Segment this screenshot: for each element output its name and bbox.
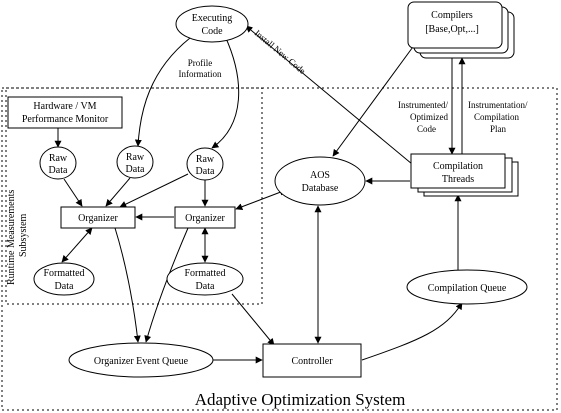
label-profile-information: Profile Information bbox=[179, 58, 222, 79]
svg-text:Hardware / VM: Hardware / VM bbox=[33, 101, 96, 112]
svg-text:Data: Data bbox=[196, 281, 215, 292]
svg-text:Runtime Measurements: Runtime Measurements bbox=[6, 190, 17, 285]
svg-text:Organizer Event Queue: Organizer Event Queue bbox=[94, 356, 189, 367]
edge-raw3-org1 bbox=[119, 173, 189, 208]
svg-text:Formatted: Formatted bbox=[43, 268, 84, 279]
edge-exec-raw2 bbox=[134, 37, 191, 147]
node-organizer-2: Organizer bbox=[174, 206, 236, 229]
diagram-title: Adaptive Optimization System bbox=[195, 390, 406, 409]
node-raw-data-3: Raw Data bbox=[186, 147, 224, 181]
edge-org1-fmt1 bbox=[61, 227, 93, 263]
svg-text:[Base,Opt,...]: [Base,Opt,...] bbox=[425, 24, 479, 35]
svg-text:Database: Database bbox=[302, 183, 339, 194]
svg-text:Organizer: Organizer bbox=[78, 213, 118, 224]
node-compilers: Compilers [Base,Opt,...] bbox=[407, 1, 515, 59]
svg-text:Compilation: Compilation bbox=[474, 112, 520, 122]
edge-compilers-to-db bbox=[332, 39, 419, 157]
svg-text:Compilation Queue: Compilation Queue bbox=[428, 283, 507, 294]
svg-text:Plan: Plan bbox=[490, 124, 507, 134]
svg-text:Executing: Executing bbox=[192, 13, 233, 24]
edge-raw1-org1 bbox=[63, 178, 83, 207]
edge-org2-db bbox=[235, 188, 287, 211]
edge-org1-event-queue bbox=[114, 227, 141, 343]
svg-text:Code: Code bbox=[417, 124, 436, 134]
node-organizer-1: Organizer bbox=[60, 206, 136, 229]
edge-install-new-code bbox=[245, 25, 413, 165]
svg-text:Formatted: Formatted bbox=[184, 268, 225, 279]
node-formatted-data-2: Formatted Data bbox=[166, 262, 244, 296]
svg-text:Instrumentation/: Instrumentation/ bbox=[468, 100, 528, 110]
svg-text:Controller: Controller bbox=[291, 356, 333, 367]
svg-text:Performance Monitor: Performance Monitor bbox=[22, 114, 109, 125]
svg-text:Raw: Raw bbox=[49, 153, 68, 164]
node-hw-monitor: Hardware / VM Performance Monitor bbox=[7, 96, 123, 129]
node-organizer-event-queue: Organizer Event Queue bbox=[68, 342, 214, 378]
svg-text:Compilation: Compilation bbox=[433, 161, 483, 172]
svg-text:Threads: Threads bbox=[442, 174, 474, 185]
edge-controller-compq bbox=[361, 302, 463, 361]
svg-text:Data: Data bbox=[55, 281, 74, 292]
svg-text:Data: Data bbox=[196, 166, 215, 177]
svg-text:Compilers: Compilers bbox=[431, 10, 473, 21]
runtime-measurements-boundary bbox=[5, 87, 263, 305]
svg-text:Install New Code: Install New Code bbox=[253, 28, 308, 76]
node-executing-code: Executing Code bbox=[175, 5, 249, 43]
svg-text:Data: Data bbox=[126, 164, 145, 175]
svg-text:Instrumented/: Instrumented/ bbox=[398, 100, 448, 110]
edge-org2-event-queue bbox=[144, 227, 189, 343]
label-instrumentation-plan: Instrumentation/ Compilation Plan bbox=[468, 100, 528, 134]
svg-text:Organizer: Organizer bbox=[185, 213, 225, 224]
svg-text:Optimized: Optimized bbox=[410, 112, 448, 122]
node-raw-data-2: Raw Data bbox=[116, 145, 154, 179]
svg-text:Subsystem: Subsystem bbox=[18, 213, 29, 257]
aos-boundary bbox=[1, 87, 558, 411]
node-raw-data-1: Raw Data bbox=[39, 146, 77, 180]
svg-text:Information: Information bbox=[179, 69, 222, 79]
label-instrumented-code: Instrumented/ Optimized Code bbox=[398, 100, 448, 134]
node-compilation-threads: Compilation Threads bbox=[410, 153, 519, 197]
node-formatted-data-1: Formatted Data bbox=[33, 262, 95, 296]
edge-raw2-org1 bbox=[105, 177, 131, 207]
svg-text:Profile: Profile bbox=[188, 58, 213, 68]
node-compilation-queue: Compilation Queue bbox=[406, 269, 528, 305]
svg-text:Raw: Raw bbox=[126, 152, 145, 163]
svg-text:Raw: Raw bbox=[196, 154, 215, 165]
svg-text:Data: Data bbox=[49, 165, 68, 176]
node-controller: Controller bbox=[262, 343, 362, 378]
subsystem-label: Runtime Measurements Subsystem bbox=[6, 190, 29, 285]
svg-text:AOS: AOS bbox=[310, 170, 330, 181]
node-aos-database: AOS Database bbox=[274, 156, 366, 206]
svg-text:Code: Code bbox=[201, 26, 223, 37]
edge-exec-raw3 bbox=[211, 35, 240, 149]
edge-fmt2-controller bbox=[231, 293, 275, 346]
label-install-new-code: Install New Code bbox=[253, 28, 308, 76]
